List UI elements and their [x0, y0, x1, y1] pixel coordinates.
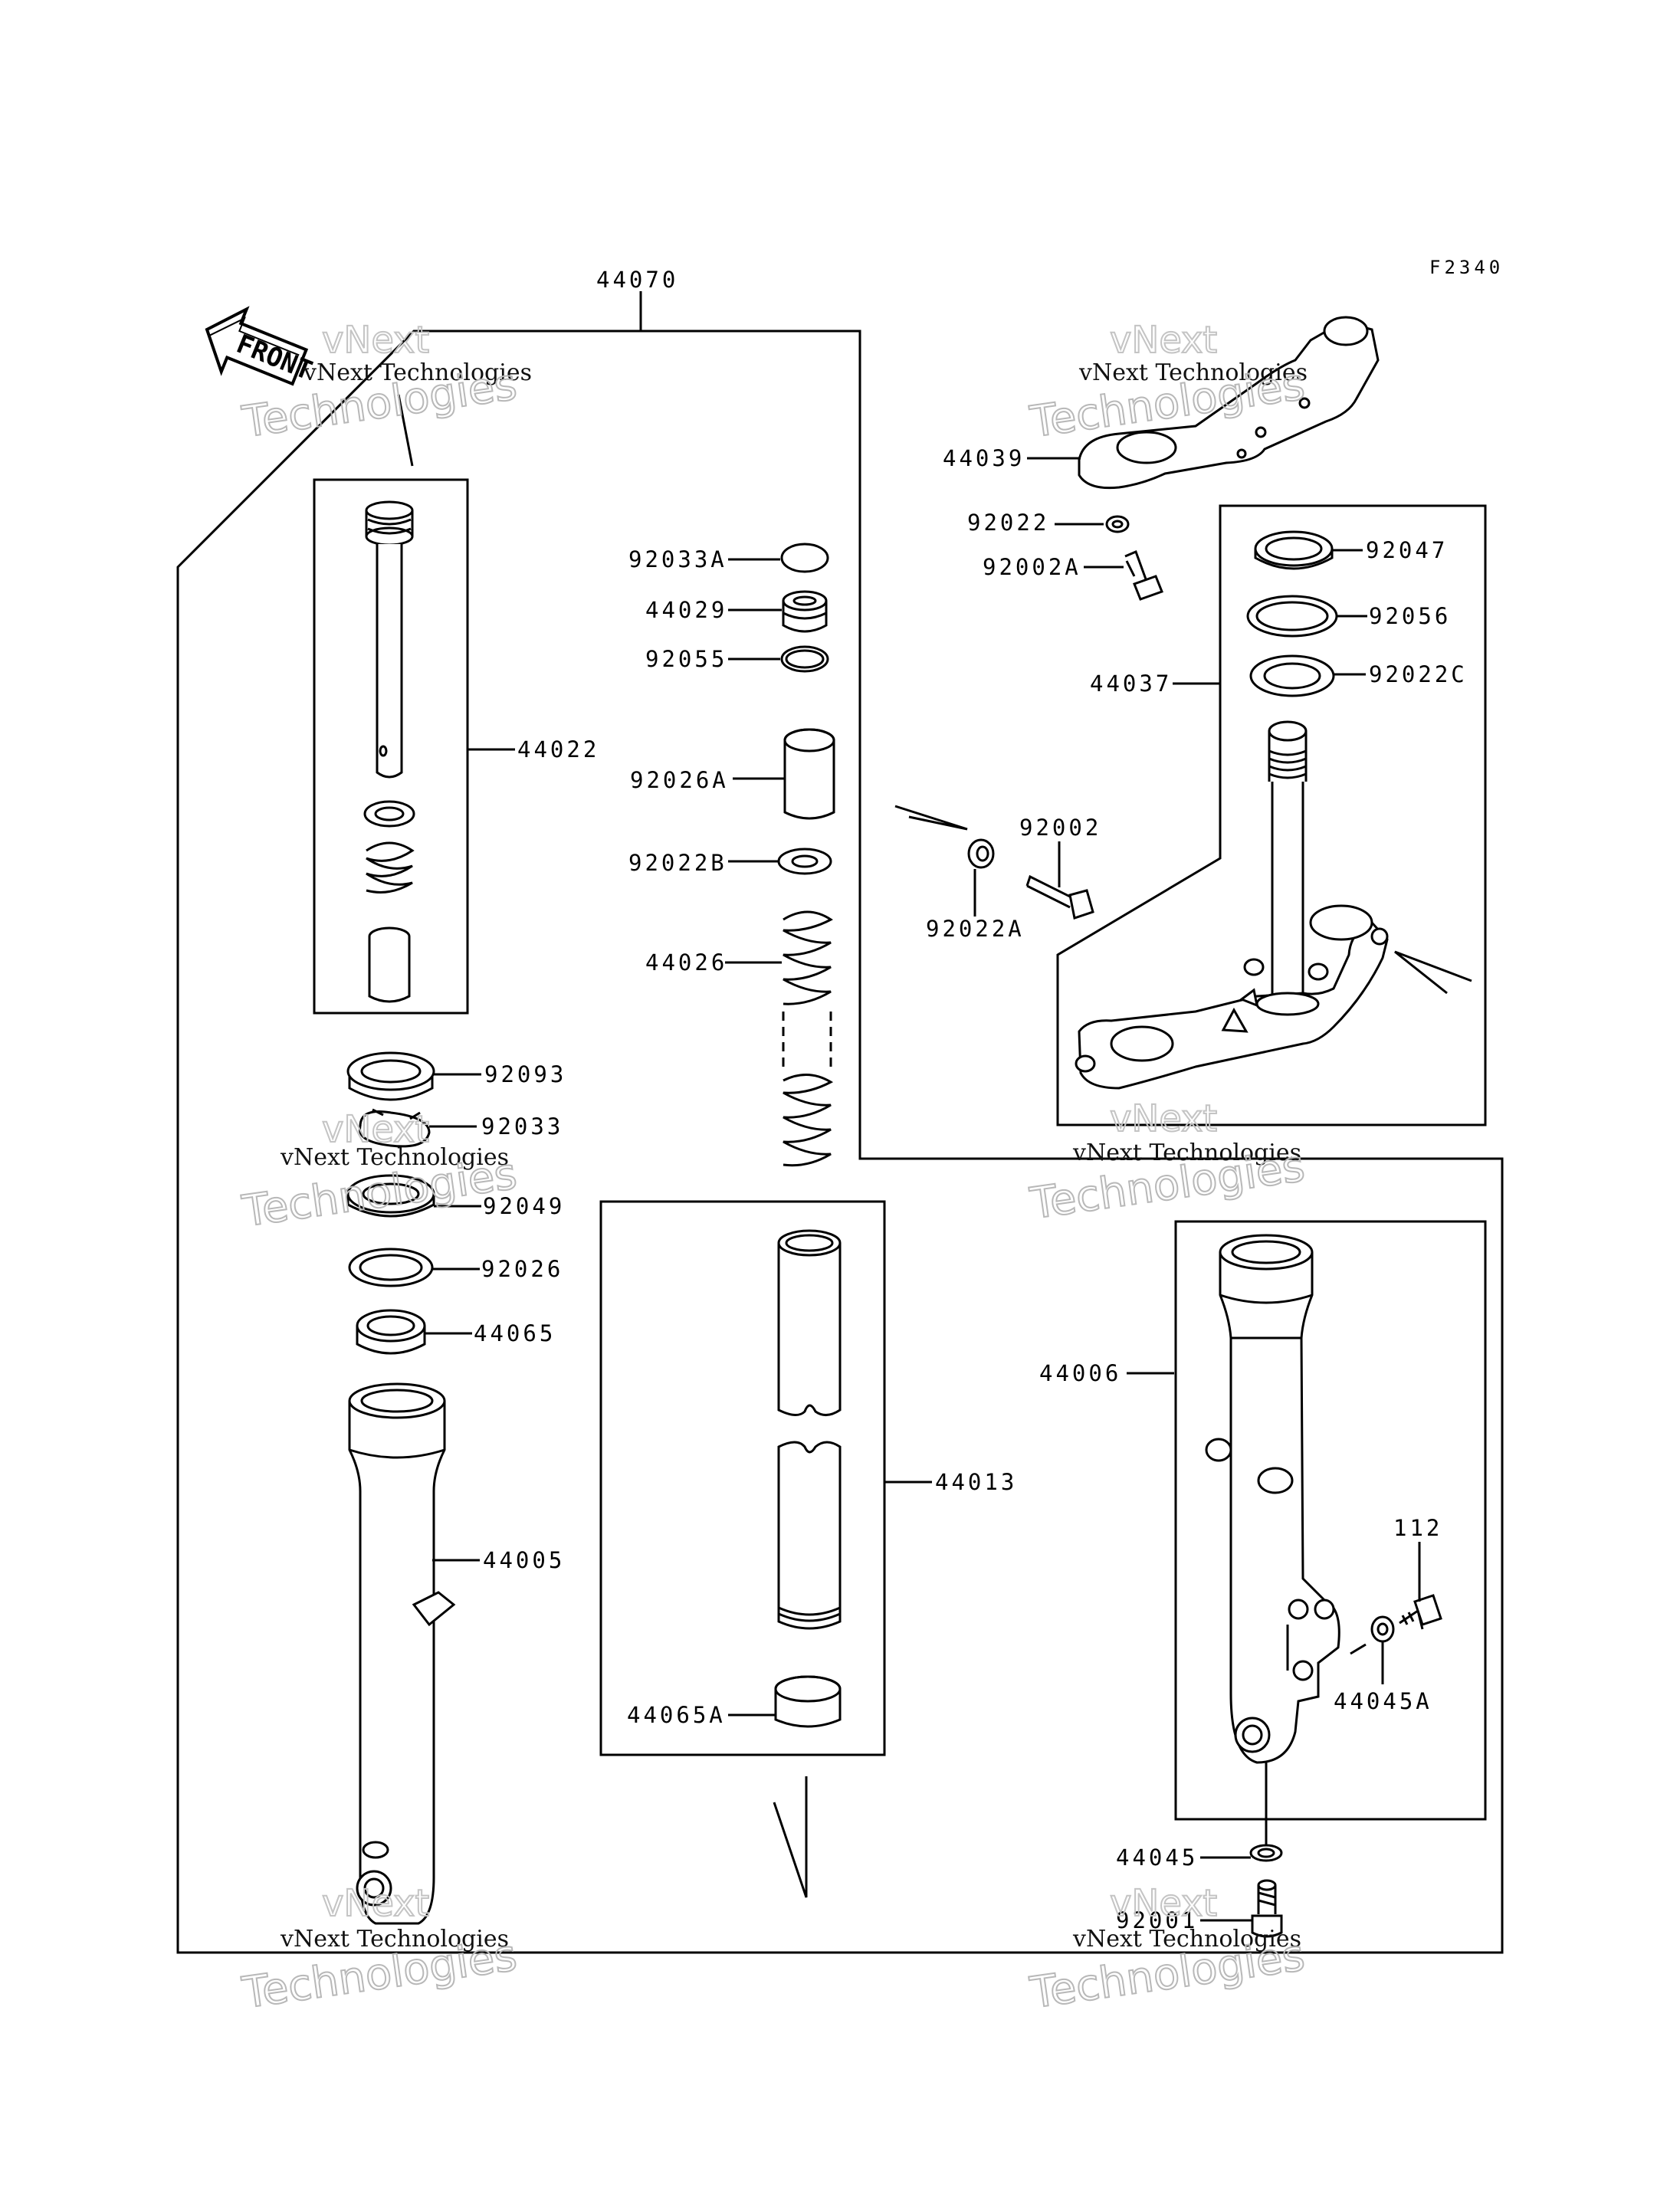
pointer-line — [894, 805, 968, 831]
box-44037 — [1056, 504, 1487, 1126]
clip-92033-part — [359, 1108, 431, 1148]
bushing-44065A-part — [774, 1675, 842, 1728]
label-44070: 44070 — [596, 267, 678, 293]
label-44013: 44013 — [935, 1469, 1017, 1495]
label-92026A: 92026A — [630, 767, 729, 793]
label-44029: 44029 — [645, 597, 727, 623]
svg-text:vNext: vNext — [1110, 1097, 1217, 1140]
label-92026: 92026 — [481, 1256, 563, 1282]
svg-text:vNext Technologies: vNext Technologies — [280, 1144, 509, 1171]
label-92049: 92049 — [483, 1193, 565, 1219]
pointer-line — [773, 1776, 808, 1898]
damper-rod-part — [363, 500, 415, 1003]
label-92001: 92001 — [1116, 1907, 1198, 1933]
steering-stem-44037-part — [1075, 720, 1389, 1090]
label-112: 112 — [1393, 1515, 1442, 1541]
svg-text:vNext Technologies: vNext Technologies — [1072, 1926, 1301, 1953]
seal-92049-part — [346, 1174, 435, 1218]
bolt-92001-part — [1251, 1879, 1283, 1938]
svg-text:vNext Technologies: vNext Technologies — [303, 359, 532, 386]
label-44045A: 44045A — [1334, 1688, 1432, 1714]
label-92093: 92093 — [484, 1061, 566, 1087]
label-44065A: 44065A — [627, 1702, 726, 1728]
label-92002: 92002 — [1019, 815, 1101, 841]
upper-bracket-44039-part — [1078, 316, 1380, 490]
bearing-92047-part — [1254, 530, 1334, 570]
label-44026: 44026 — [645, 949, 727, 976]
label-92056: 92056 — [1369, 603, 1451, 629]
bolt-92002A-part — [1124, 549, 1163, 601]
label-44065: 44065 — [474, 1320, 556, 1346]
washer-92022-part — [1105, 515, 1130, 533]
box-44006 — [1174, 1220, 1487, 1821]
label-92022: 92022 — [967, 510, 1049, 536]
label-44039: 44039 — [943, 445, 1025, 471]
label-92002A: 92002A — [983, 554, 1081, 580]
label-92033A: 92033A — [628, 546, 727, 572]
label-92047: 92047 — [1366, 537, 1448, 563]
label-44022: 44022 — [517, 736, 599, 762]
seal-92093-part — [346, 1051, 435, 1101]
inner-tube-44013-part — [777, 1229, 842, 1630]
outer-tube-44006-part — [1205, 1234, 1340, 1764]
svg-text:vNext Technologies: vNext Technologies — [1078, 359, 1308, 386]
spring-44026-part — [782, 910, 834, 1167]
washer-92022C-part — [1249, 654, 1335, 697]
label-44045: 44045 — [1116, 1844, 1198, 1871]
washer-92026-part — [348, 1248, 434, 1287]
svg-text:vNext: vNext — [1110, 1882, 1217, 1925]
label-44037: 44037 — [1090, 671, 1172, 697]
watermark: vNext vNext Technologies Technologies — [238, 1881, 520, 2019]
pointer-line — [1350, 1643, 1367, 1655]
collar-44029-part — [782, 590, 828, 633]
label-92055: 92055 — [645, 646, 727, 672]
ring-92055-part — [780, 645, 829, 673]
seal-92056-part — [1246, 595, 1338, 638]
front-arrow-icon: FRONT — [205, 306, 317, 386]
pointer-line — [397, 394, 414, 467]
assembly-outline — [176, 330, 1504, 1954]
label-92022C: 92022C — [1369, 661, 1468, 687]
watermark: vNext vNext Technologies Technologies — [238, 318, 532, 448]
svg-text:vNext Technologies: vNext Technologies — [280, 1926, 509, 1953]
bolt-92002-part — [1025, 874, 1094, 920]
svg-text:vNext Technologies: vNext Technologies — [1072, 1139, 1301, 1166]
svg-text:vNext: vNext — [322, 1882, 429, 1925]
svg-text:vNext: vNext — [322, 1108, 429, 1151]
bolt-112-part — [1399, 1594, 1442, 1630]
label-92022B: 92022B — [628, 850, 727, 876]
spacer-92026A-part — [783, 728, 835, 820]
label-92033: 92033 — [481, 1113, 563, 1139]
watermark: vNext vNext Technologies Technologies — [1026, 1097, 1308, 1230]
box-44013 — [599, 1200, 886, 1756]
svg-text:vNext: vNext — [1110, 319, 1217, 362]
washer-92022B-part — [777, 848, 832, 875]
box-44022 — [313, 478, 469, 1015]
ring-92033A-part — [780, 543, 829, 573]
pointer-line — [1394, 950, 1472, 995]
washer-44045A-part — [1370, 1615, 1395, 1643]
svg-text:vNext: vNext — [322, 319, 429, 362]
label-44006: 44006 — [1039, 1360, 1121, 1386]
watermark: vNext vNext Technologies Technologies — [238, 1107, 520, 1238]
washer-44045-part — [1249, 1844, 1283, 1862]
diagram-code: F2340 — [1429, 257, 1504, 278]
label-44005: 44005 — [483, 1547, 565, 1573]
bushing-44065-part — [356, 1309, 426, 1355]
outer-tube-44005-part — [348, 1382, 456, 1925]
label-92022A: 92022A — [926, 916, 1025, 942]
washer-92022A-part — [967, 838, 995, 869]
